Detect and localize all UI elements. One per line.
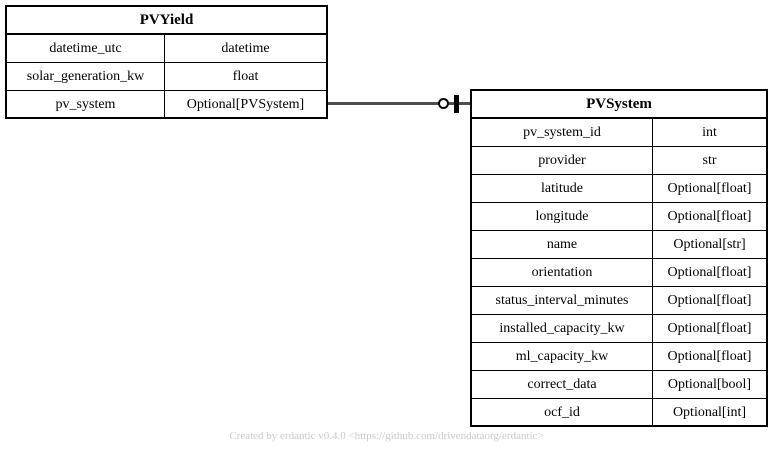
table-row[interactable]: solar_generation_kw float [7, 63, 326, 91]
field-name: ml_capacity_kw [472, 343, 653, 370]
field-type: Optional[float] [667, 181, 752, 196]
field-type: Optional[int] [672, 405, 747, 420]
field-name: ocf_id [472, 399, 653, 427]
field-name: provider [472, 147, 653, 174]
field-type: Optional[float] [667, 293, 752, 308]
cardinality-zero-circle-icon [438, 98, 449, 109]
field-type: Optional[float] [667, 321, 752, 336]
entity-table-pvyield[interactable]: PVYield datetime_utc datetime solar_gene… [5, 5, 328, 119]
field-type: Optional[PVSystem] [186, 97, 305, 112]
table-row[interactable]: correct_data Optional[bool] [472, 371, 766, 399]
field-name: orientation [472, 259, 653, 286]
table-row[interactable]: pv_system_id int [472, 119, 766, 147]
field-name: correct_data [472, 371, 653, 398]
field-type: Optional[float] [667, 209, 752, 224]
cardinality-one-bar-icon [454, 95, 459, 113]
relationship-connector [328, 90, 470, 118]
field-type: Optional[float] [667, 265, 752, 280]
field-name: status_interval_minutes [472, 287, 653, 314]
field-name: pv_system_id [472, 119, 653, 146]
table-row[interactable]: pv_system Optional[PVSystem] [7, 91, 326, 119]
entity-table-pvsystem[interactable]: PVSystem pv_system_id int provider str l… [470, 89, 768, 427]
table-row[interactable]: ml_capacity_kw Optional[float] [472, 343, 766, 371]
relationship-line-segment [449, 102, 470, 105]
table-row[interactable]: status_interval_minutes Optional[float] [472, 287, 766, 315]
field-name: longitude [472, 203, 653, 230]
field-name: solar_generation_kw [7, 63, 165, 90]
field-type: Optional[bool] [667, 377, 752, 392]
table-row[interactable]: latitude Optional[float] [472, 175, 766, 203]
field-type: Optional[float] [667, 349, 752, 364]
field-name: installed_capacity_kw [472, 315, 653, 342]
field-type: str [702, 153, 717, 168]
table-row[interactable]: datetime_utc datetime [7, 35, 326, 63]
table-row[interactable]: longitude Optional[float] [472, 203, 766, 231]
table-row[interactable]: provider str [472, 147, 766, 175]
entity-title-pvyield: PVYield [7, 7, 326, 35]
table-row[interactable]: orientation Optional[float] [472, 259, 766, 287]
table-row[interactable]: installed_capacity_kw Optional[float] [472, 315, 766, 343]
field-name: pv_system [7, 91, 165, 119]
table-row[interactable]: ocf_id Optional[int] [472, 399, 766, 427]
field-type: Optional[str] [673, 237, 746, 252]
table-row[interactable]: name Optional[str] [472, 231, 766, 259]
field-type: datetime [221, 41, 270, 56]
field-name: datetime_utc [7, 35, 165, 62]
field-name: name [472, 231, 653, 258]
field-name: latitude [472, 175, 653, 202]
entity-title-pvsystem: PVSystem [472, 91, 766, 119]
relationship-line [328, 102, 441, 105]
field-type: float [232, 69, 259, 84]
footer-credit: Created by erdantic v0.4.0 <https://gith… [229, 430, 544, 442]
field-type: int [702, 125, 717, 140]
